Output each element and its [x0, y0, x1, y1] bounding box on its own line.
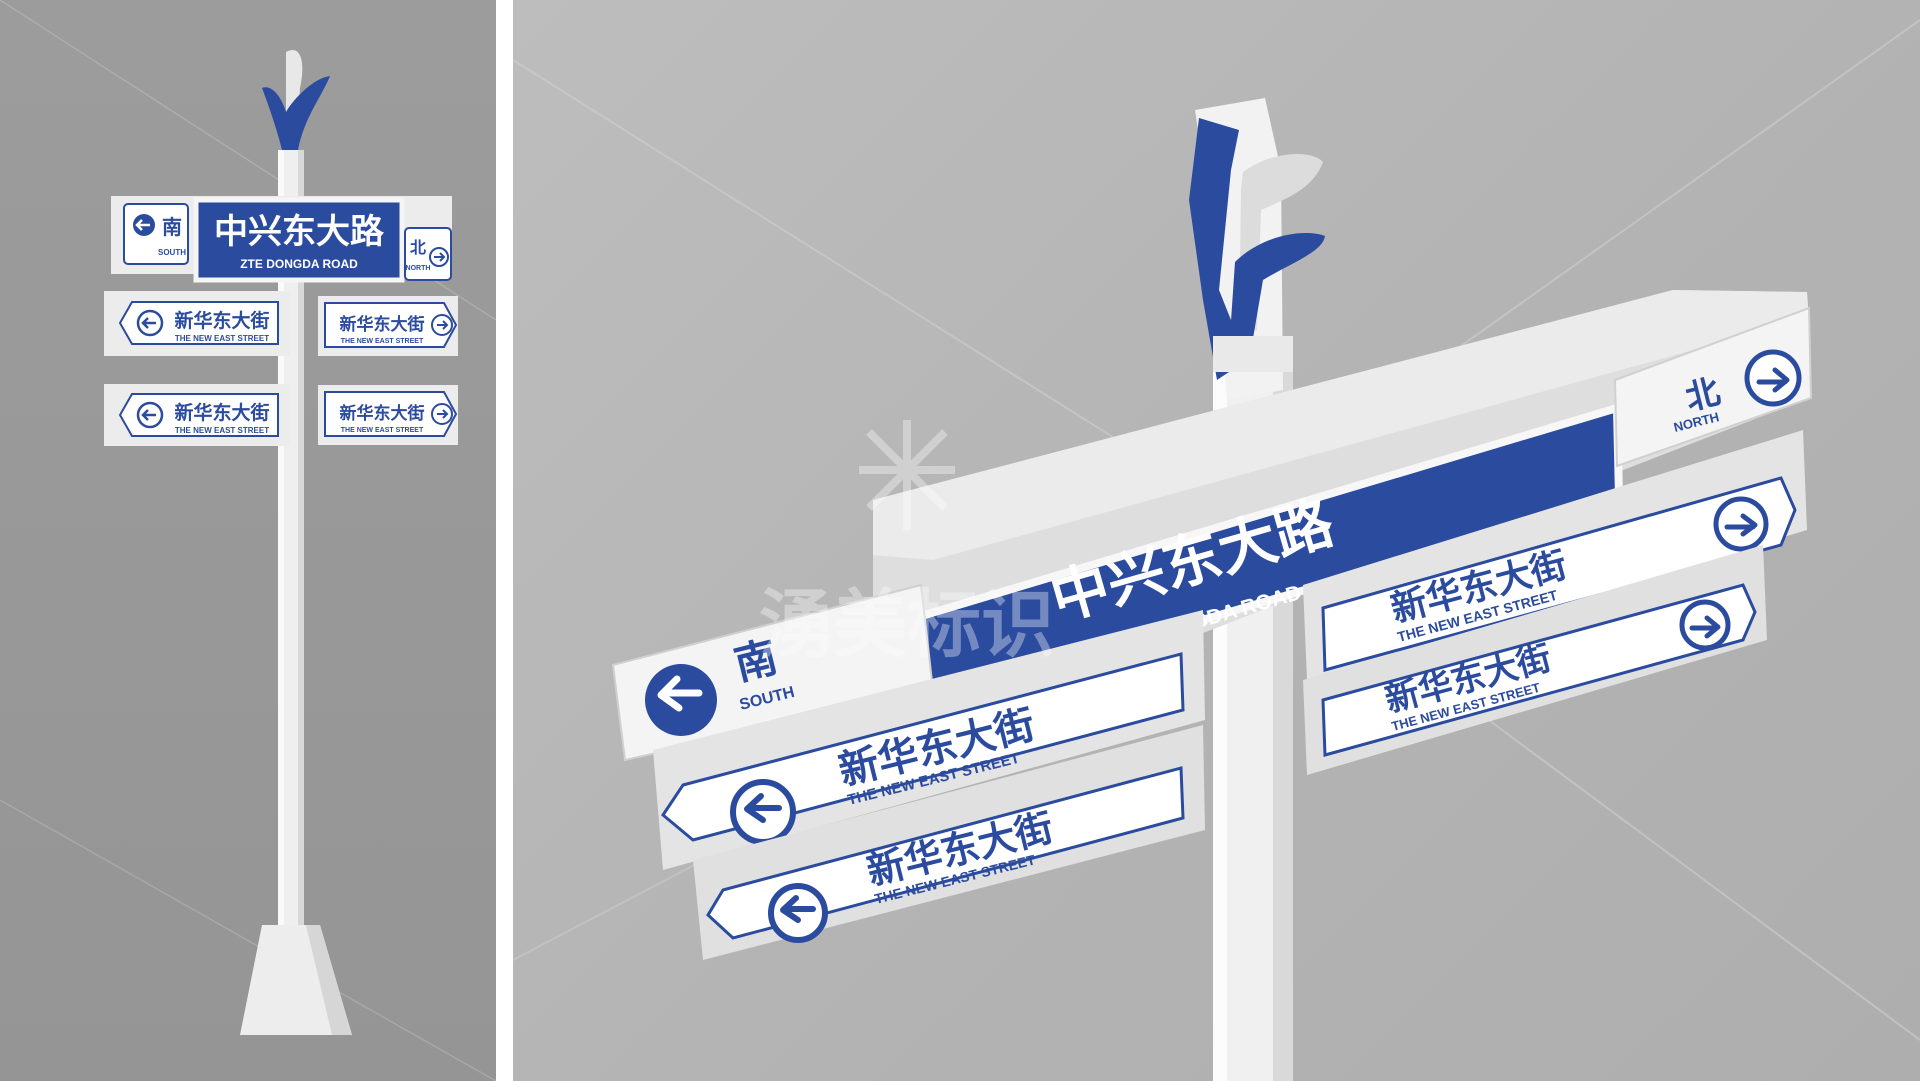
signpost-full-drawing: 中兴东大路 ZTE DONGDA ROAD 南 SOUTH 北 NORTH 新华… — [0, 0, 496, 1081]
main-road-sign: 中兴东大路 ZTE DONGDA ROAD 南 SOUTH 北 NORTH — [111, 196, 452, 283]
north-sign-en: NORTH — [406, 265, 431, 272]
arrow-left-icon — [768, 883, 828, 943]
street-sign-right-1: 新华东大街 THE NEW EAST STREET — [318, 296, 458, 356]
street-sign-cn: 新华东大街 — [340, 314, 425, 335]
street-sign-cn: 新华东大街 — [174, 309, 269, 332]
street-sign-cn: 新华东大街 — [174, 401, 269, 424]
street-sign-right-2: 新华东大街 THE NEW EAST STREET — [1303, 545, 1767, 775]
arrow-left-icon — [730, 779, 796, 845]
street-sign-left-1: 新华东大街 THE NEW EAST STREET — [104, 291, 290, 356]
watermark-logo-icon — [859, 420, 955, 530]
pole-top-ornament — [1189, 98, 1325, 400]
main-road-sign: 中兴东大路 ZTE DONGDA ROAD 南 SOUTH 北 NORTH — [611, 290, 1813, 762]
main-sign-en: ZTE DONGDA ROAD — [240, 257, 358, 271]
street-sign-en: THE NEW EAST STREET — [341, 427, 424, 434]
pole-top-ornament — [262, 49, 330, 150]
watermark: 湧美标识 — [759, 420, 1055, 668]
north-sign-cn: 北 — [410, 238, 426, 257]
arrow-right-icon — [1744, 349, 1802, 407]
signpost-closeup-drawing: 中兴东大路 ZTE DONGDA ROAD 南 SOUTH 北 NORTH 新华… — [513, 19, 1920, 1081]
arrow-right-icon — [1679, 599, 1731, 651]
signpost-full-view: 中兴东大路 ZTE DONGDA ROAD 南 SOUTH 北 NORTH 新华… — [0, 0, 496, 1081]
south-sign-cn: 南 — [162, 215, 182, 239]
south-sign-en: SOUTH — [158, 248, 186, 257]
street-sign-en: THE NEW EAST STREET — [341, 338, 424, 345]
arrow-right-icon — [1713, 496, 1769, 552]
street-sign-en: THE NEW EAST STREET — [175, 334, 269, 343]
street-sign-left-2: 新华东大街 THE NEW EAST STREET — [104, 384, 290, 446]
signpost-closeup-view: 中兴东大路 ZTE DONGDA ROAD 南 SOUTH 北 NORTH 新华… — [513, 0, 1920, 1081]
watermark-text: 湧美标识 — [759, 582, 1055, 668]
arrow-left-icon — [645, 664, 717, 736]
street-sign-right-2: 新华东大街 THE NEW EAST STREET — [318, 385, 458, 445]
street-sign-cn: 新华东大街 — [340, 403, 425, 424]
street-sign-en: THE NEW EAST STREET — [175, 426, 269, 435]
main-sign-cn: 中兴东大路 — [214, 212, 385, 252]
